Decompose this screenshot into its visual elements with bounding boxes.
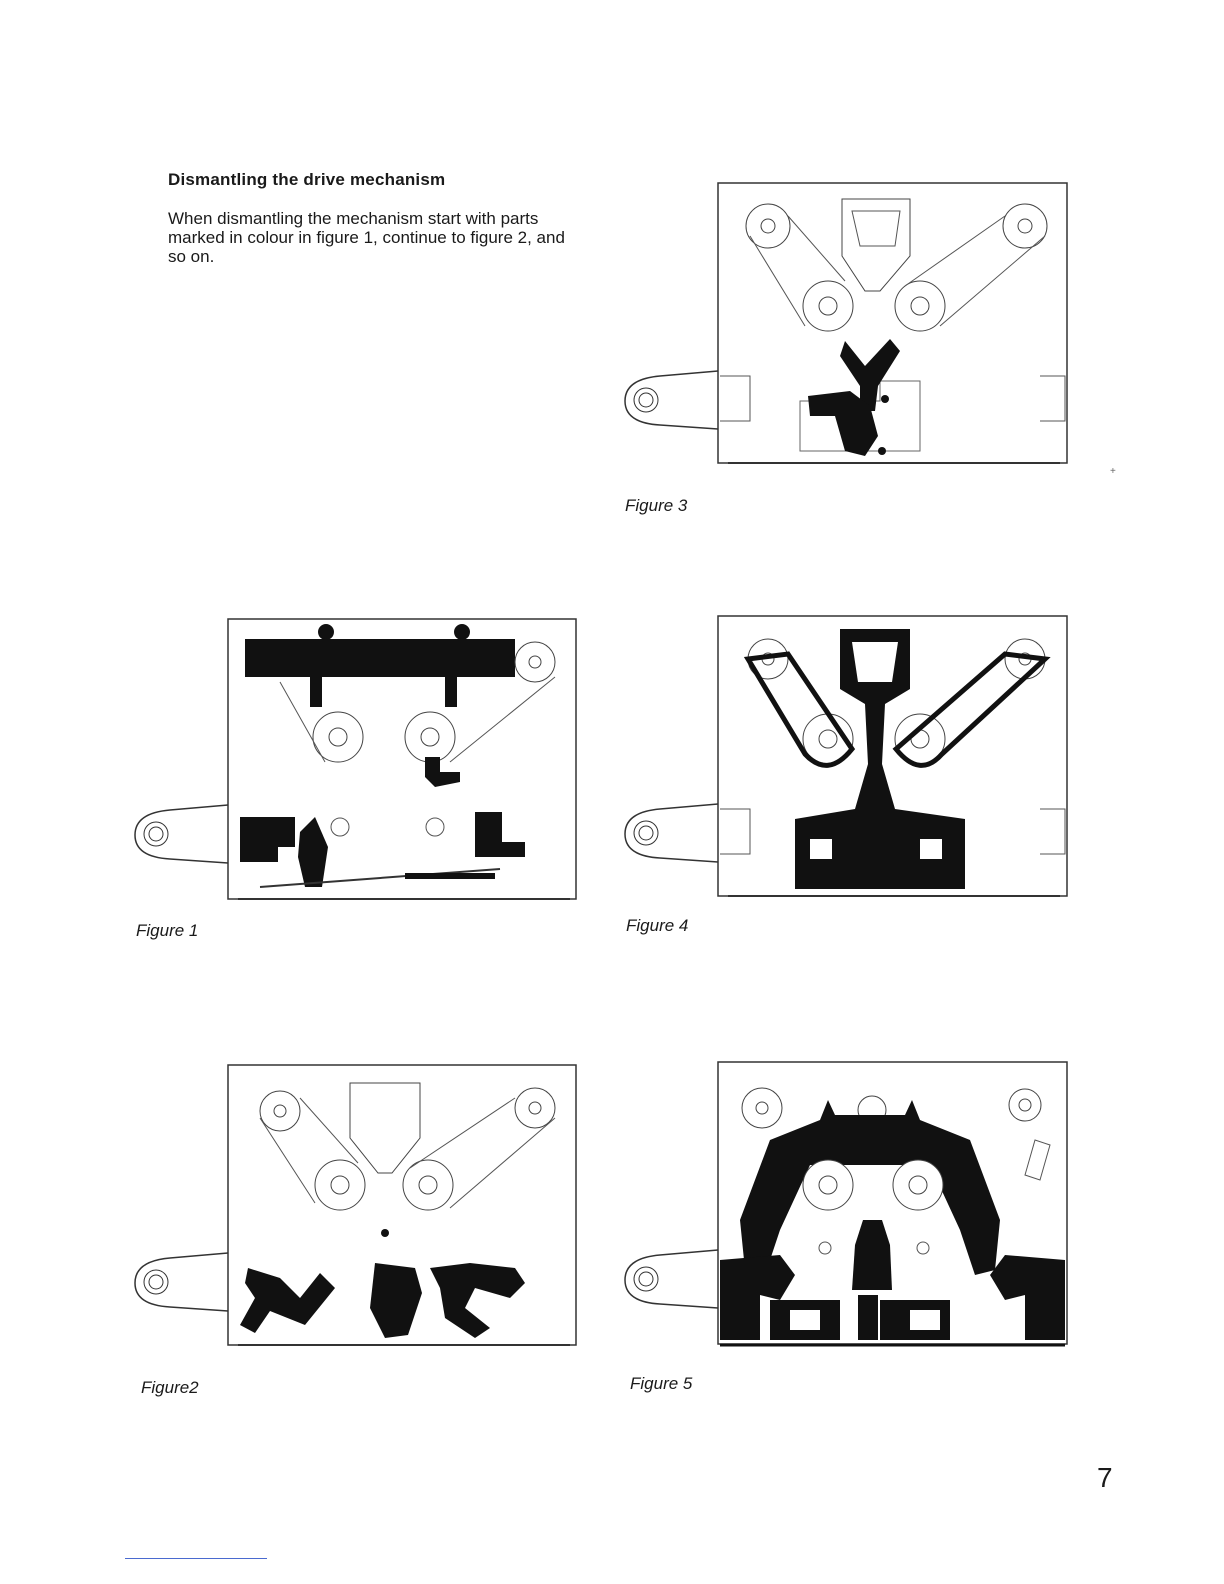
- footnote-rule: [125, 1558, 267, 1559]
- figure-1-illustration: [130, 617, 578, 907]
- figure-4-drawing: [620, 614, 1070, 906]
- figure-1-caption: Figure 1: [136, 921, 198, 941]
- figure-2-caption: Figure2: [141, 1378, 199, 1398]
- figure-5-illustration: [620, 1060, 1070, 1352]
- figure-3-illustration: [620, 181, 1070, 473]
- page-number: 7: [1097, 1462, 1113, 1494]
- figure-4-illustration: [620, 614, 1070, 906]
- figure-3-drawing: [620, 181, 1070, 473]
- figure-3-caption: Figure 3: [625, 496, 687, 516]
- figure-5-caption: Figure 5: [630, 1374, 692, 1394]
- intro-paragraph: When dismantling the mechanism start wit…: [168, 209, 573, 266]
- figure-1-drawing: [130, 617, 578, 907]
- figure-2-illustration: [130, 1063, 578, 1355]
- figure-5-drawing: [620, 1060, 1070, 1352]
- figure-2-drawing: [130, 1063, 578, 1355]
- scan-mark: +: [1110, 466, 1116, 477]
- figure-4-caption: Figure 4: [626, 916, 688, 936]
- section-heading: Dismantling the drive mechanism: [168, 170, 445, 190]
